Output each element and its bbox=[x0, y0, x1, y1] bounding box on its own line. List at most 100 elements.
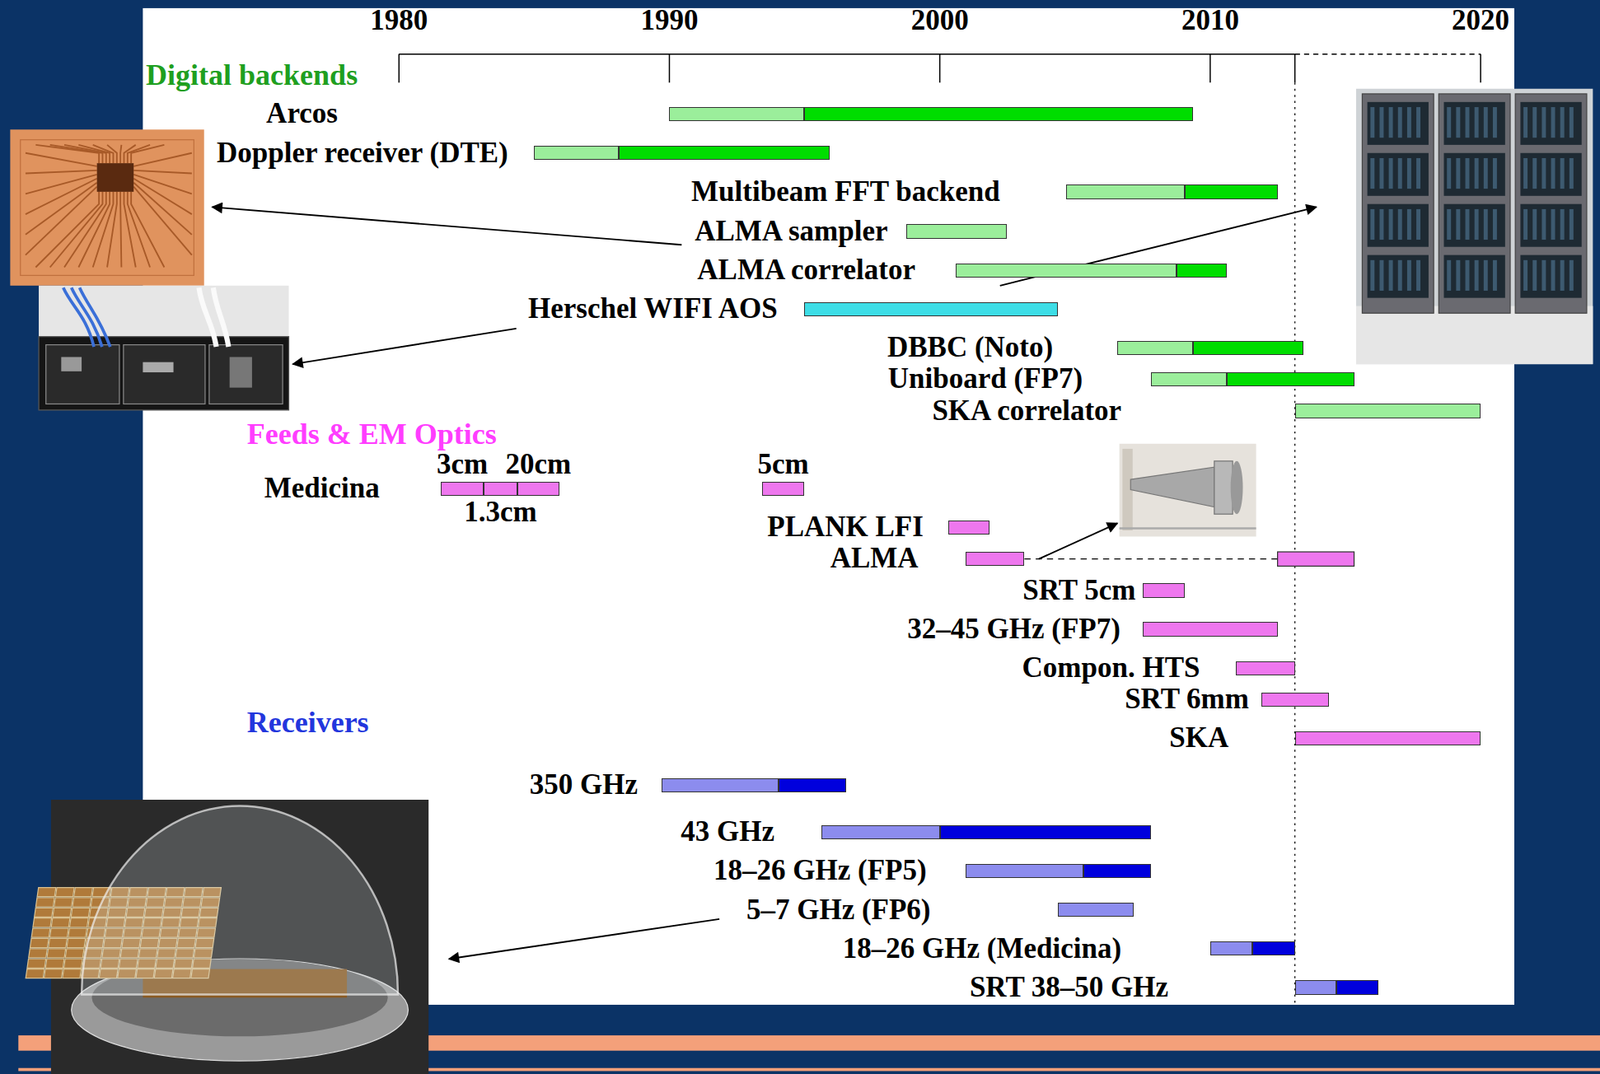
feed-cell bbox=[51, 918, 71, 928]
bar-segment bbox=[1142, 583, 1185, 598]
rack-card bbox=[1379, 158, 1384, 189]
bar-segment bbox=[804, 107, 1193, 122]
rack-card bbox=[1398, 209, 1403, 240]
rack-background bbox=[1356, 88, 1593, 365]
rack-card bbox=[1541, 107, 1546, 138]
rack-card bbox=[1379, 260, 1384, 291]
timeline-bar: 18–26 GHz (FP5) bbox=[965, 864, 1151, 879]
bar-label: Doppler receiver (DTE) bbox=[216, 137, 509, 170]
bar-label: SRT 6mm bbox=[1124, 683, 1250, 716]
rack-card bbox=[1465, 260, 1470, 291]
timeline-bar: 350 GHz bbox=[661, 778, 847, 793]
time-axis-future bbox=[1295, 53, 1481, 55]
aos-part bbox=[60, 356, 82, 371]
timeline-bar: 3cm bbox=[440, 481, 484, 496]
rack-card bbox=[1492, 107, 1498, 138]
chip-trace bbox=[78, 145, 110, 164]
rack-card bbox=[1523, 107, 1528, 138]
timeline-bar bbox=[1277, 552, 1355, 567]
chip-trace bbox=[123, 145, 136, 164]
bar-label: 3cm bbox=[436, 449, 488, 482]
rack-card bbox=[1389, 107, 1394, 138]
feed-cell bbox=[55, 888, 75, 898]
bar-segment bbox=[618, 145, 830, 160]
year-label: 2000 bbox=[911, 4, 969, 38]
bar-label: 18–26 GHz (FP5) bbox=[713, 855, 927, 888]
timeline-bar: 1.3cm bbox=[483, 481, 518, 496]
chip-trace bbox=[133, 153, 192, 167]
bar-segment bbox=[1295, 403, 1481, 418]
feed-cell bbox=[44, 969, 64, 979]
bar-segment bbox=[906, 224, 1008, 239]
rack-card bbox=[1416, 260, 1421, 291]
rack-cabinet bbox=[1361, 93, 1434, 314]
rack-card bbox=[1398, 158, 1403, 189]
bar-label: Uniboard (FP7) bbox=[888, 363, 1083, 396]
today-line bbox=[1294, 82, 1296, 1006]
aos-photo bbox=[38, 285, 289, 411]
year-label: 1990 bbox=[640, 4, 698, 38]
aos-housing bbox=[38, 336, 289, 411]
bar-segment bbox=[661, 778, 779, 793]
rack-card bbox=[1446, 260, 1451, 291]
rack-card bbox=[1483, 209, 1488, 240]
leader-arrow bbox=[212, 206, 683, 245]
bar-label: 20cm bbox=[505, 449, 571, 482]
bar-segment bbox=[948, 520, 991, 535]
rack-cabinet bbox=[1438, 93, 1511, 314]
section-label: Receivers bbox=[247, 706, 370, 740]
horn-flange bbox=[1214, 461, 1233, 515]
rack-card bbox=[1416, 158, 1421, 189]
bar-segment bbox=[1235, 661, 1296, 676]
timeline-bar: Doppler receiver (DTE) bbox=[533, 145, 830, 160]
rack-card bbox=[1492, 158, 1498, 189]
chip-trace bbox=[133, 170, 192, 174]
rack-card bbox=[1532, 107, 1537, 138]
timeline-bar: SRT 5cm bbox=[1142, 583, 1185, 598]
bar-segment bbox=[1261, 692, 1329, 707]
dome-background bbox=[51, 800, 429, 1074]
timeline-bar: Compon. HTS bbox=[1235, 661, 1296, 676]
rack-board bbox=[1520, 255, 1582, 299]
bar-segment bbox=[1184, 184, 1278, 199]
feed-cell bbox=[64, 959, 84, 969]
bar-label: 32–45 GHz (FP7) bbox=[907, 613, 1121, 646]
chip-trace bbox=[133, 182, 192, 235]
bar-segment bbox=[965, 552, 1025, 567]
bar-label: ALMA sampler bbox=[694, 215, 888, 248]
rack-card bbox=[1560, 158, 1565, 189]
time-axis bbox=[398, 53, 1295, 55]
rack-card bbox=[1370, 107, 1375, 138]
rack-card bbox=[1474, 209, 1479, 240]
timeline-bar: 20cm bbox=[517, 481, 560, 496]
rack-floor bbox=[1356, 306, 1593, 365]
rack-card bbox=[1407, 209, 1412, 240]
rack-card bbox=[1398, 107, 1403, 138]
aos-compartment bbox=[209, 345, 283, 405]
dashed-gap bbox=[1024, 558, 1278, 560]
rack-card bbox=[1474, 260, 1479, 291]
timeline-bar: Uniboard (FP7) bbox=[1150, 372, 1354, 387]
rack-card bbox=[1483, 260, 1488, 291]
feed-cell bbox=[49, 928, 69, 938]
feed-cell bbox=[45, 959, 65, 969]
rack-card bbox=[1541, 260, 1546, 291]
timeline-bar: SRT 38–50 GHz bbox=[1295, 980, 1380, 995]
aos-compartment bbox=[46, 345, 120, 405]
rack-board bbox=[1520, 204, 1582, 248]
bar-label: SRT 5cm bbox=[1022, 575, 1136, 608]
timeline-bar: Arcos bbox=[669, 107, 1193, 122]
rack-card bbox=[1569, 209, 1574, 240]
bar-label: DBBC (Noto) bbox=[887, 332, 1053, 365]
feed-cell bbox=[62, 969, 82, 979]
bar-label: SRT 38–50 GHz bbox=[969, 972, 1169, 1005]
feed-cell bbox=[52, 907, 72, 917]
bar-segment bbox=[1057, 902, 1134, 917]
chip-trace bbox=[123, 191, 136, 268]
rack-card bbox=[1416, 107, 1421, 138]
bar-segment bbox=[778, 778, 847, 793]
rack-card bbox=[1407, 260, 1412, 291]
rack-card bbox=[1465, 209, 1470, 240]
timeline-bar: ALMA sampler bbox=[906, 224, 1008, 239]
bar-segment bbox=[1252, 941, 1296, 956]
